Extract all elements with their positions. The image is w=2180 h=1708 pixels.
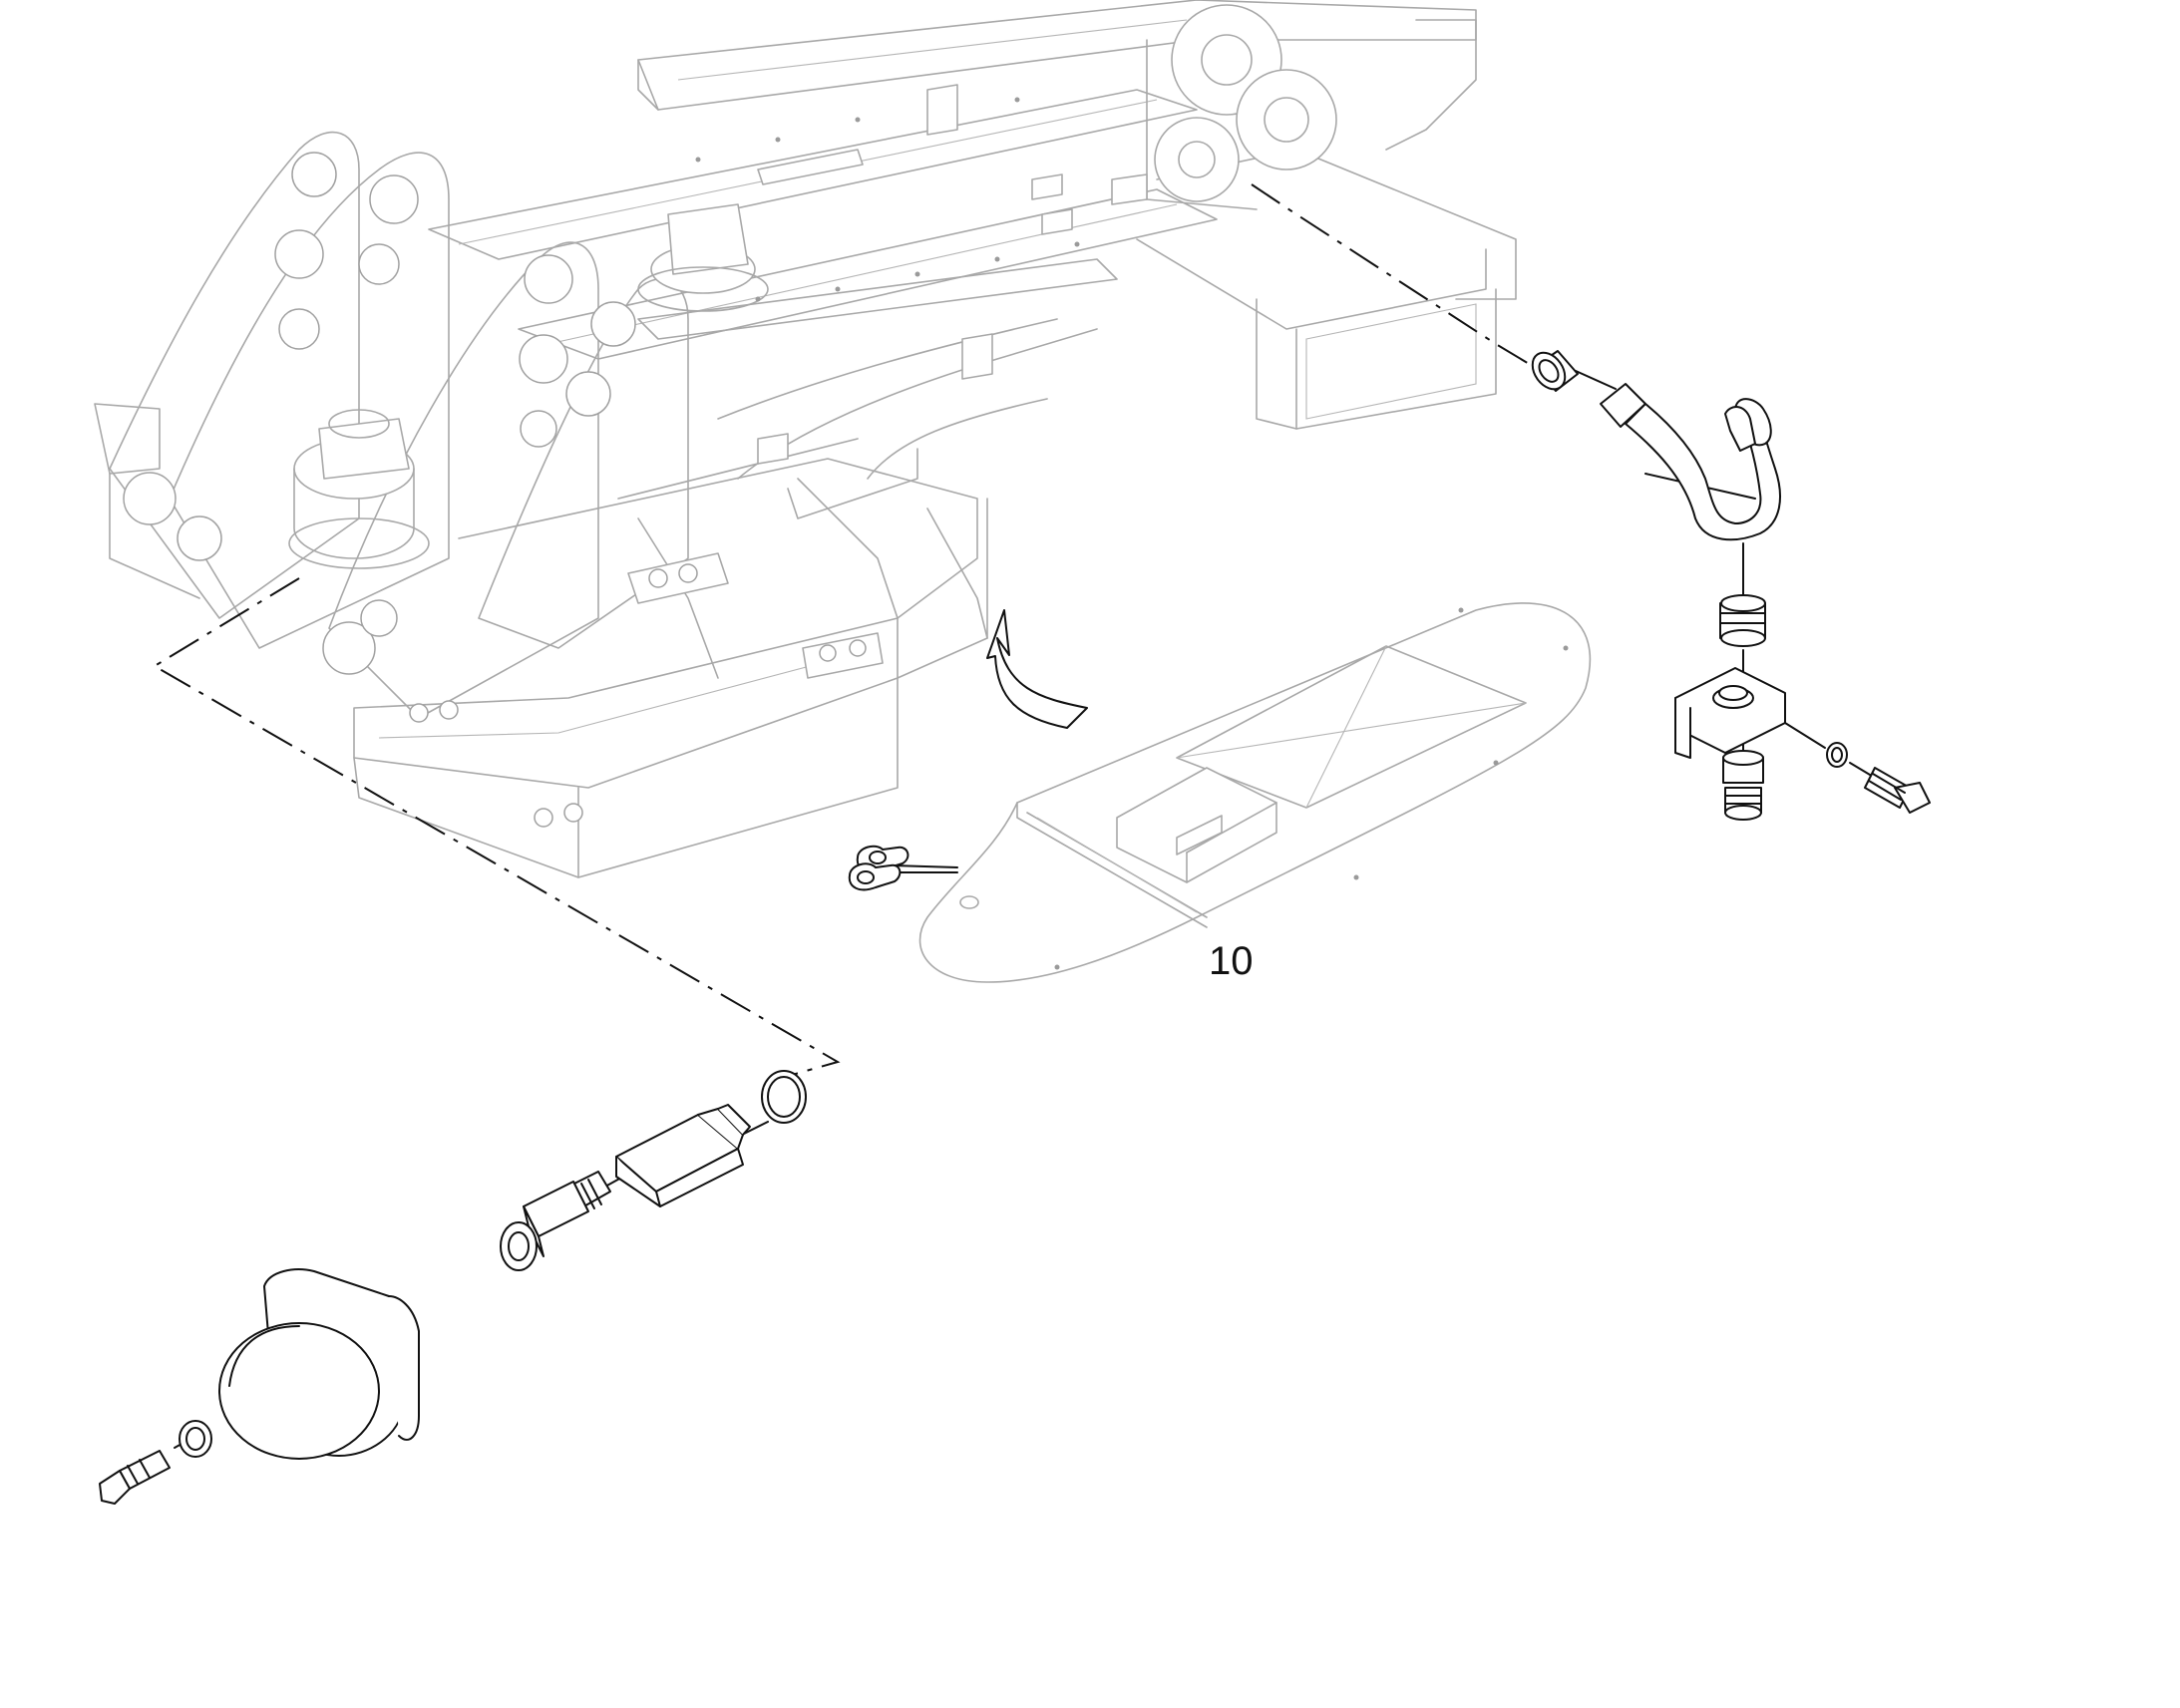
chassis-frame <box>94 0 1517 878</box>
callout-label: 10 <box>1209 939 1254 983</box>
rotation-arrow <box>986 609 1088 729</box>
belly-plate <box>918 602 1592 983</box>
dash-line-right <box>1251 183 1542 372</box>
dash-line-left <box>153 577 841 1080</box>
filter-assembly <box>99 1070 807 1505</box>
small-fitting-assembly <box>848 845 909 891</box>
hose-valve-assembly <box>1531 350 1931 821</box>
